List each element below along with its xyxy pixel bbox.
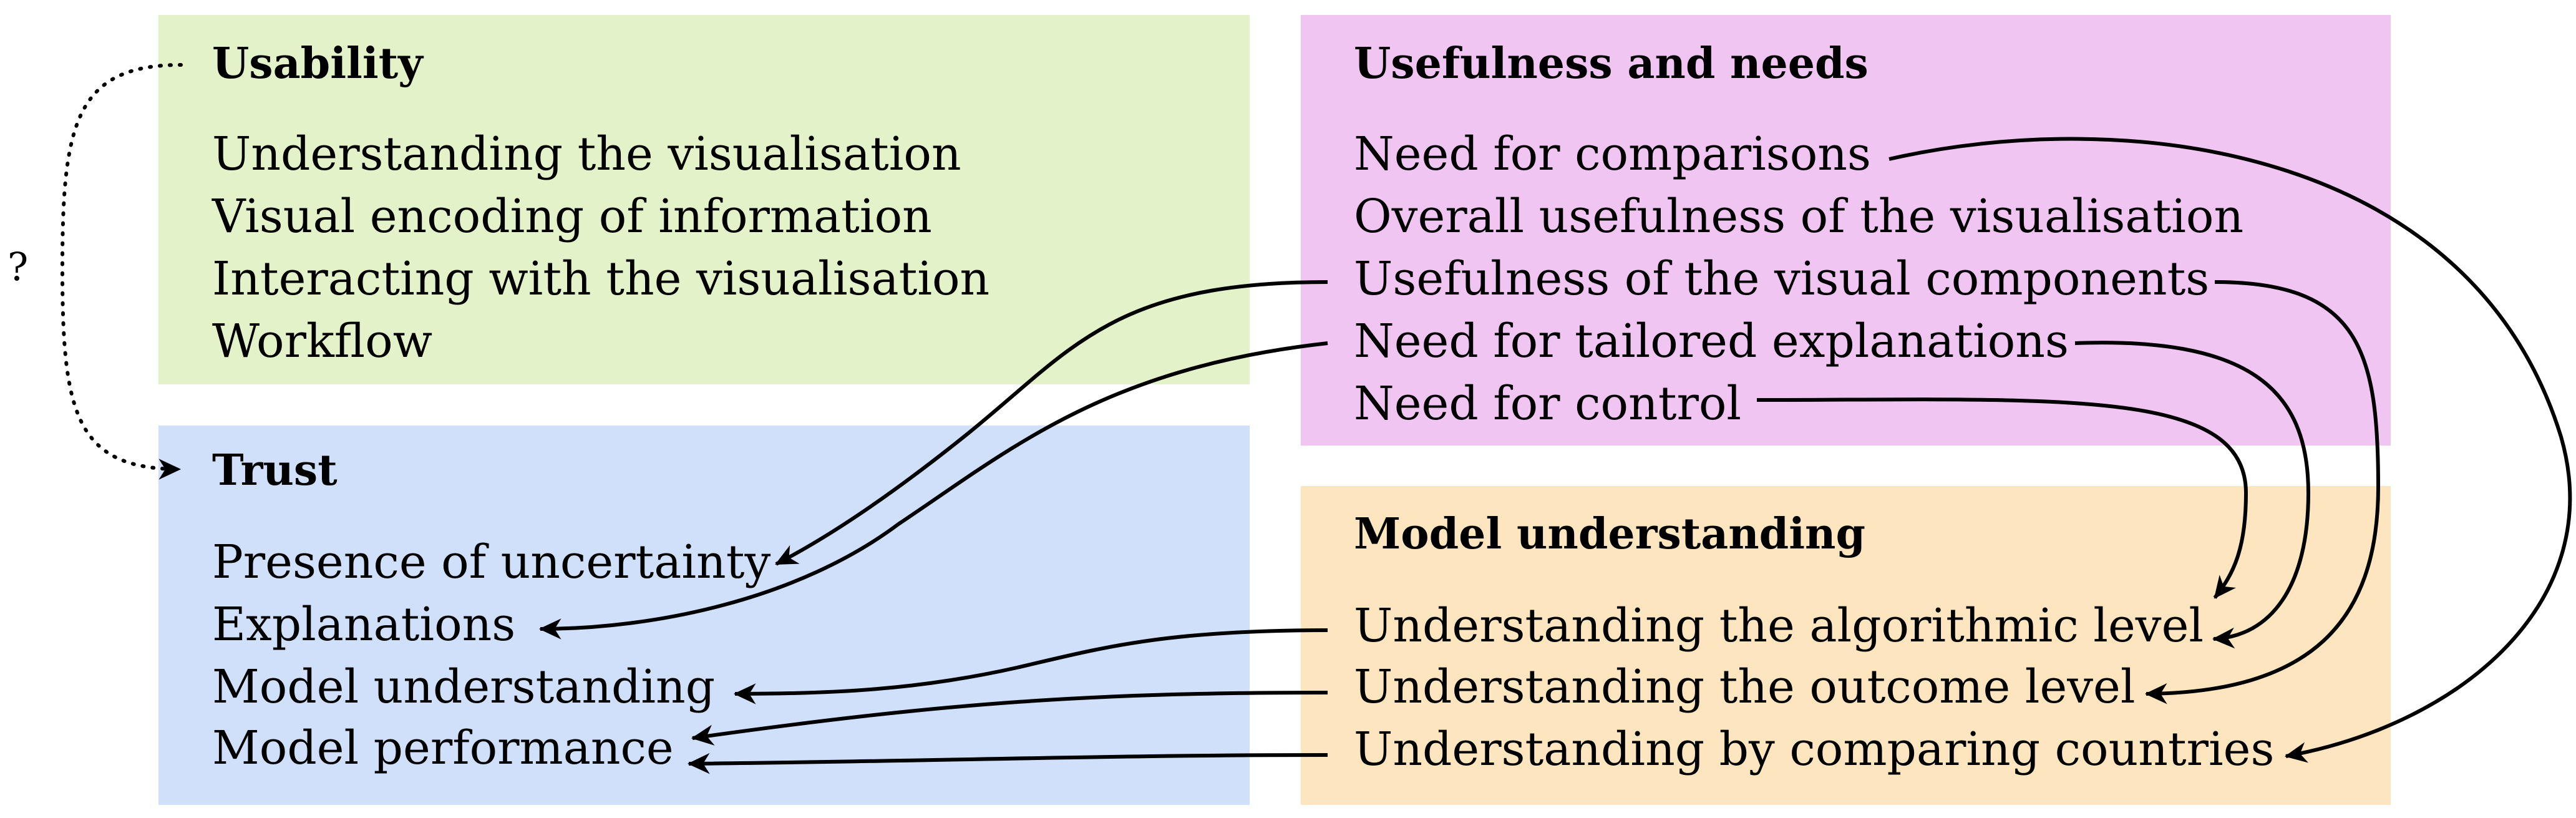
model-understanding-heading: Model understanding <box>1354 509 1866 559</box>
usability-item-interacting: Interacting with the visualisation <box>212 252 990 306</box>
model-item-comparing: Understanding by comparing countries <box>1354 723 2275 776</box>
question-mark-label: ? <box>7 244 29 290</box>
usefulness-heading: Usefulness and needs <box>1354 39 1869 89</box>
model-item-outcome: Understanding the outcome level <box>1354 660 2136 714</box>
usefulness-item-control: Need for control <box>1354 377 1742 431</box>
trust-item-model-understanding: Model understanding <box>212 660 716 714</box>
trust-item-model-performance: Model performance <box>212 721 674 775</box>
trust-item-explanations: Explanations <box>212 598 516 651</box>
usability-item-encoding: Visual encoding of information <box>212 190 932 243</box>
usefulness-item-comparisons: Need for comparisons <box>1354 127 1871 181</box>
usability-heading: Usability <box>212 39 423 89</box>
usability-item-workflow: Workflow <box>212 314 433 368</box>
trust-heading: Trust <box>212 446 338 495</box>
model-item-algorithmic: Understanding the algorithmic level <box>1354 599 2204 653</box>
usefulness-item-overall: Overall usefulness of the visualisation <box>1354 190 2244 243</box>
usefulness-item-tailored: Need for tailored explanations <box>1354 314 2069 368</box>
usefulness-item-components: Usefulness of the visual components <box>1354 252 2210 306</box>
usability-item-understanding: Understanding the visualisation <box>212 127 961 181</box>
trust-item-uncertainty: Presence of uncertainty <box>212 535 771 589</box>
